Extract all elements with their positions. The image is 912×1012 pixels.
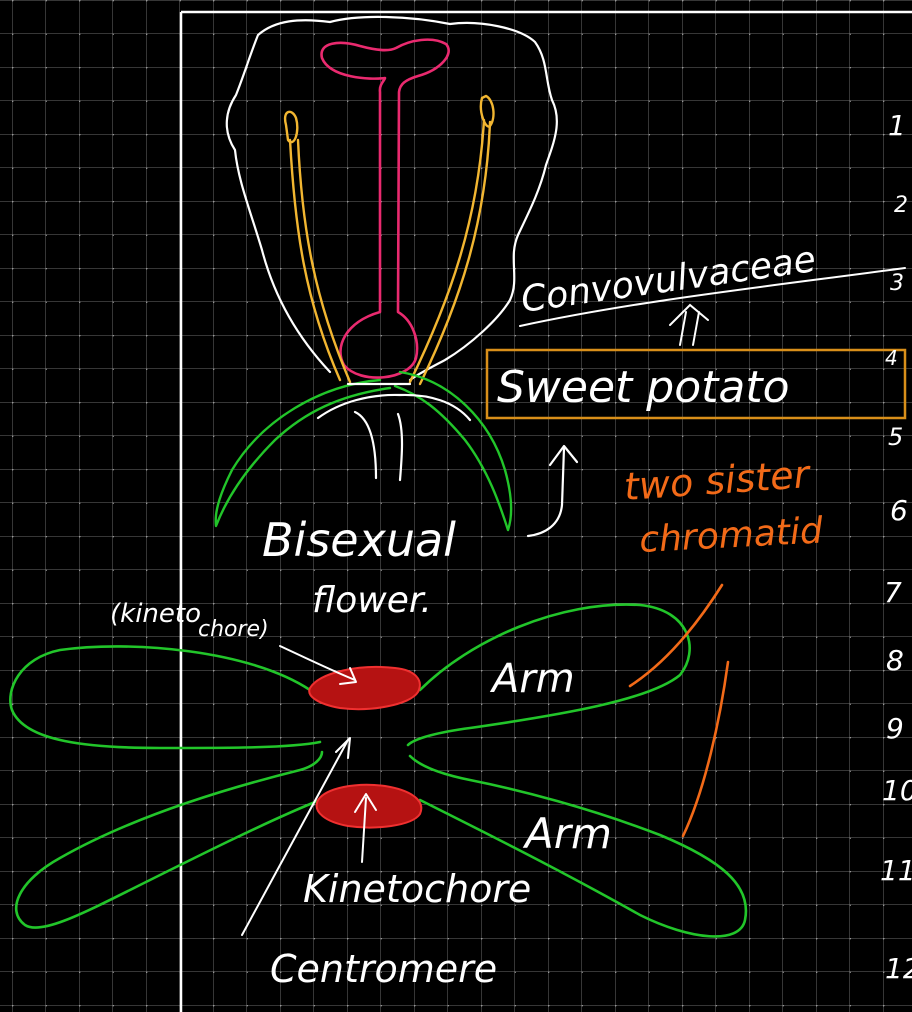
flower-type-label-1: Bisexual bbox=[262, 513, 456, 567]
kineto-note-2: chore) bbox=[198, 617, 269, 642]
arm-label-top: Arm bbox=[489, 656, 575, 702]
margin-number: 3 bbox=[890, 271, 904, 296]
margin-number: 7 bbox=[884, 576, 902, 609]
kinetochore-lower bbox=[317, 785, 422, 828]
margin-number: 8 bbox=[886, 644, 904, 677]
margin-number: 10 bbox=[882, 774, 912, 807]
margin-number: 4 bbox=[885, 346, 898, 370]
margin-number: 5 bbox=[888, 423, 903, 451]
margin-number: 11 bbox=[880, 854, 912, 887]
centromere-label: Centromere bbox=[270, 947, 497, 991]
kineto-note-1: (kineto bbox=[110, 599, 201, 629]
arm-label-bottom: Arm bbox=[522, 809, 612, 858]
kinetochore-label: Kinetochore bbox=[303, 867, 531, 911]
margin-number: 1 bbox=[888, 109, 906, 142]
margin-number: 12 bbox=[885, 952, 912, 985]
flower-type-label-2: flower. bbox=[312, 580, 432, 621]
example-label: Sweet potato bbox=[497, 362, 790, 413]
margin-number: 6 bbox=[890, 494, 908, 527]
margin-number: 2 bbox=[894, 193, 908, 218]
margin-number: 9 bbox=[886, 712, 904, 745]
